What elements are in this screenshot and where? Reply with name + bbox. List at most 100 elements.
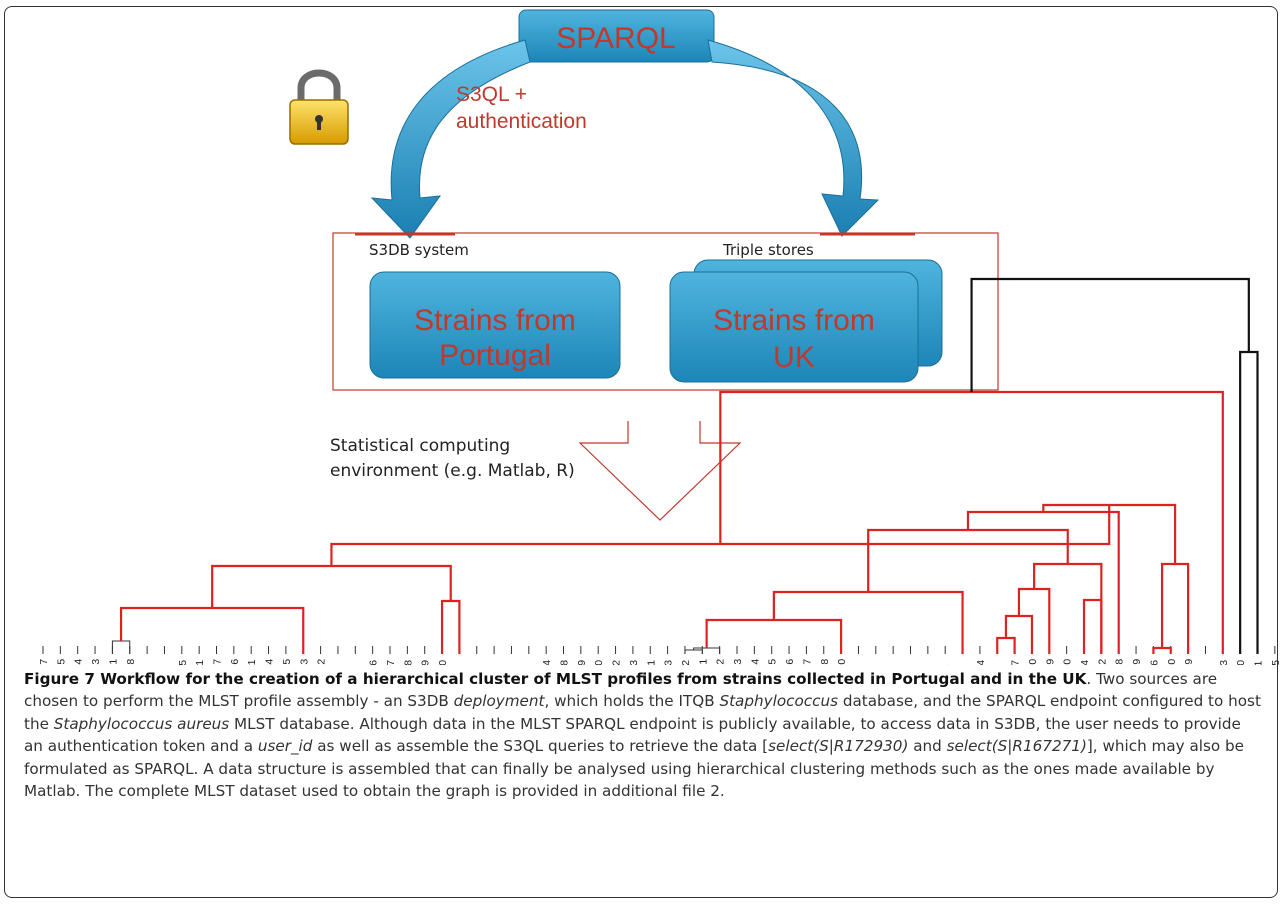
- dendrogram-link: [693, 647, 721, 654]
- leaf-label: PT17: [385, 660, 397, 665]
- funnel-arrow: [578, 421, 742, 521]
- leaf-label: PT10: [1235, 660, 1247, 665]
- leaf-label: PT11: [1253, 661, 1265, 665]
- dendrogram-link: [111, 640, 131, 654]
- leaf-label: UK5: [958, 664, 970, 665]
- s3ql-label-line2: authentication: [456, 110, 587, 133]
- portugal-label-line2: Portugal: [439, 339, 551, 372]
- leaf-label: UK8: [923, 664, 935, 665]
- dendrogram: [42, 277, 1276, 654]
- sparql-label: SPARQL: [556, 22, 676, 55]
- stat-label-line1: Statistical computing: [330, 436, 510, 456]
- leaf-label: UK39: [1183, 659, 1195, 665]
- padlock-icon: [289, 69, 349, 145]
- leaf-label: UK28: [819, 659, 831, 665]
- leaf-label: UK7: [906, 664, 918, 665]
- dendrogram-link: [867, 528, 1069, 592]
- leaf-label: UK16: [229, 659, 241, 665]
- caption-text: , which holds the ITQB: [544, 692, 720, 711]
- leaf-label: PT24: [975, 660, 987, 665]
- dendrogram-link: [119, 606, 305, 654]
- dendrogram-link: [211, 564, 452, 608]
- caption-text: database, and the SPARQL endpoint config…: [24, 692, 1261, 733]
- strains-portugal-box: Strains from Portugal: [369, 271, 621, 379]
- dendrogram-link: [1152, 646, 1172, 654]
- caption-text: as well as assemble the S3QL queries to …: [312, 737, 769, 756]
- leaf-label: UK33: [90, 659, 102, 665]
- leaf-label: UK15: [281, 659, 293, 665]
- triple-stores-label: Triple stores: [722, 241, 814, 259]
- leaf-label: UK37: [38, 659, 50, 665]
- leaf-label: PT28: [402, 660, 414, 665]
- dendrogram-link: [970, 277, 1250, 392]
- leaf-label: UK23: [732, 659, 744, 665]
- leaf-label: PT31: [645, 660, 657, 665]
- leaf-label: PT15: [177, 660, 189, 665]
- leaf-label: UK18: [1114, 659, 1126, 665]
- leaf-label: UK40: [1166, 659, 1178, 665]
- workflow-figure: SPARQL S3QL + authentication S3DB system…: [38, 9, 1282, 665]
- dendrogram-link: [1082, 598, 1103, 654]
- dendrogram-link: [684, 649, 703, 654]
- sparql-box: SPARQL: [518, 9, 715, 63]
- leaf-label: PT29: [420, 660, 432, 665]
- dendrogram-link: [705, 618, 843, 654]
- dendrogram-link: [996, 636, 1016, 654]
- leaf-label: UK3: [871, 664, 883, 665]
- caption-italic: select(S|R167271): [946, 737, 1087, 756]
- s3db-system-label: S3DB system: [369, 241, 469, 259]
- dendrogram-link: [1033, 562, 1103, 654]
- caption-text: ], which may also be formulated as SPARQ…: [24, 737, 1244, 801]
- leaf-label: PT27: [1010, 660, 1022, 665]
- leaf-label: UK24: [749, 659, 761, 665]
- caption-text: and: [908, 737, 947, 756]
- leaf-label: PT23: [1218, 660, 1230, 665]
- leaf-label: UK19: [1131, 659, 1143, 665]
- leaf-label: PT20: [593, 660, 605, 665]
- leaf-label: UK25: [767, 659, 779, 665]
- portugal-label-line1: Strains from: [414, 304, 576, 337]
- uk-label-line2: UK: [773, 341, 815, 374]
- leaf-label: PT30: [437, 660, 449, 665]
- dendrogram-link: [1017, 587, 1051, 654]
- leaf-label: UK34: [73, 659, 85, 665]
- stat-label-line2: environment (e.g. Matlab, R): [330, 461, 575, 481]
- leaf-label: UK14: [264, 659, 276, 665]
- caption-italic: Staphylococcus aureus: [53, 714, 230, 733]
- leaf-label: UK13: [298, 659, 310, 665]
- dendrogram-link: [772, 590, 964, 654]
- leaf-label: UK26: [784, 659, 796, 665]
- caption-italic: user_id: [257, 737, 313, 756]
- s3ql-label-line1: S3QL +: [456, 83, 527, 106]
- leaf-label: PT16: [368, 660, 380, 665]
- leaf-label: PT34: [1079, 660, 1091, 665]
- leaf-label: UK12: [316, 659, 328, 665]
- leaf-label: PT26: [1148, 660, 1160, 665]
- dendrogram-leaf-labels: UK37UK35UK34UK33UK31UK38PT1PT2PT15PT21UK…: [38, 659, 1282, 665]
- leaf-label: UK9: [454, 664, 466, 665]
- leaf-label: UK10: [1027, 659, 1039, 665]
- leaf-label: PT22: [611, 660, 623, 665]
- dendrogram-link: [719, 390, 1224, 654]
- caption-italic: Staphylococcus: [719, 692, 838, 711]
- dendrogram-link: [1239, 350, 1259, 654]
- left-curved-arrow: [370, 39, 531, 239]
- caption-text: MLST database. Although data in the MLST…: [24, 714, 1241, 756]
- dendrogram-link: [1160, 562, 1190, 654]
- leaf-label: UK29: [1044, 659, 1056, 665]
- leaf-label: PT13: [628, 660, 640, 665]
- caption-text: . Two sources are chosen to perform the …: [24, 670, 1218, 711]
- leaf-label: UK1: [992, 664, 1004, 665]
- leaf-label: PT32: [680, 660, 692, 665]
- leaf-label: UK11: [246, 659, 258, 665]
- leaf-label: PT18: [559, 660, 571, 665]
- uk-label-line1: Strains from: [713, 304, 875, 337]
- leaf-label: PT33: [663, 660, 675, 665]
- leaf-label: UK6: [888, 664, 900, 665]
- figure-caption: Figure 7 Workflow for the creation of a …: [24, 668, 1264, 802]
- leaf-label: UK38: [125, 659, 137, 665]
- leaf-label: UK35: [55, 659, 67, 665]
- leaf-label: UK4: [940, 664, 952, 665]
- data-sources-container: [332, 232, 999, 391]
- leaf-label: PT35: [1270, 660, 1282, 665]
